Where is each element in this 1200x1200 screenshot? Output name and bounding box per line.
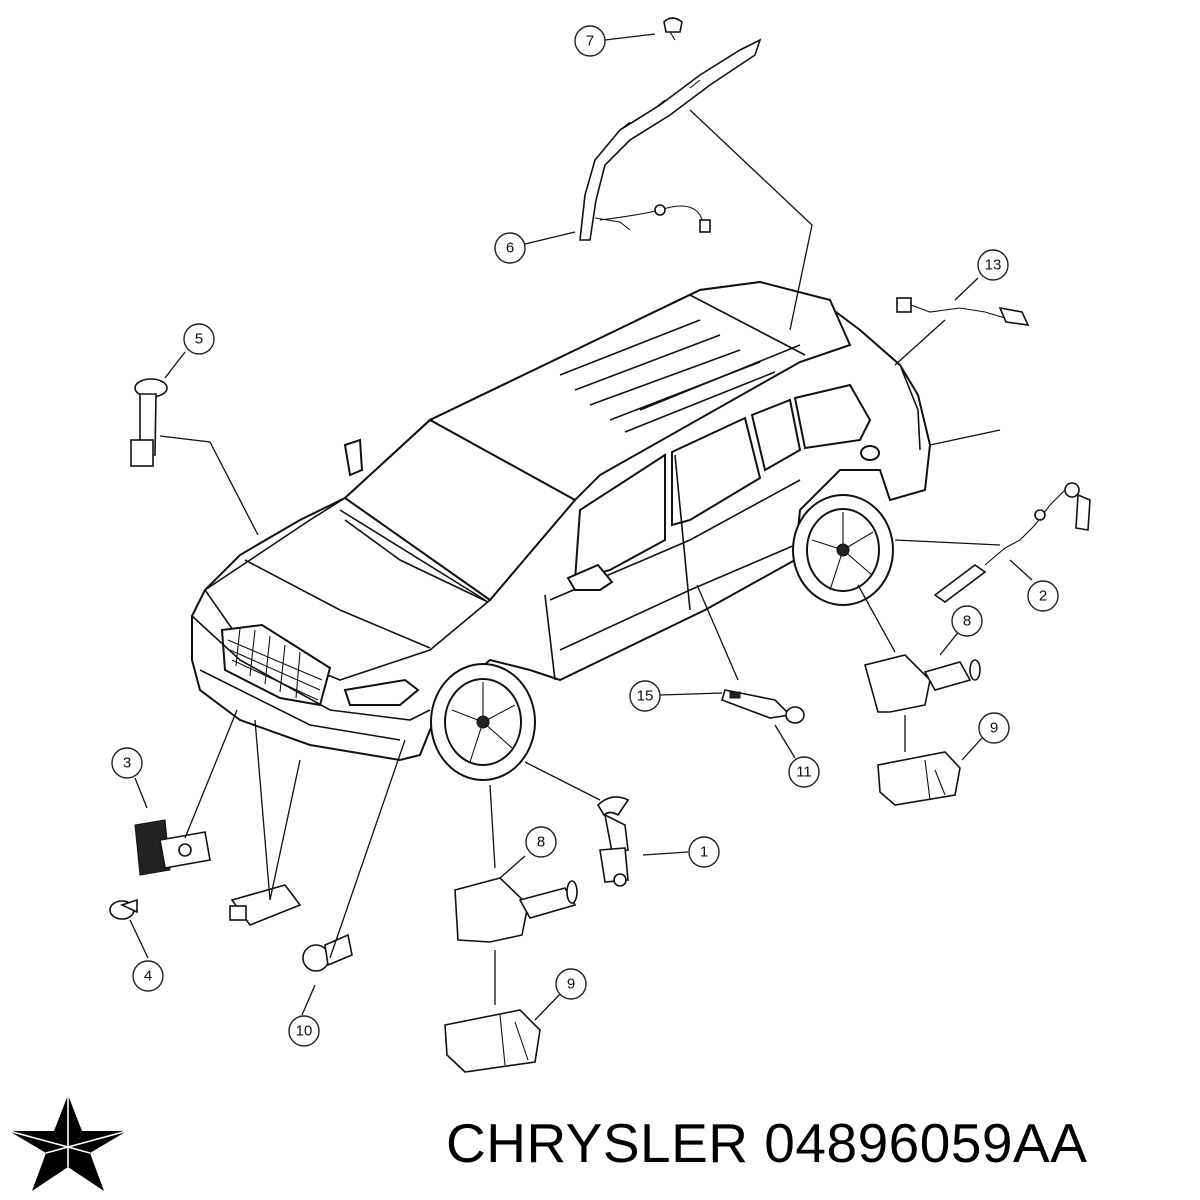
svg-text:11: 11	[796, 764, 812, 781]
svg-text:15: 15	[637, 688, 654, 705]
screw-part-4	[109, 898, 138, 920]
callout-1: 1	[688, 836, 720, 868]
wire-harness-part-13	[896, 297, 1030, 326]
callout-8-bottom: 8	[525, 826, 557, 858]
callout-9-right: 9	[978, 712, 1010, 744]
callout-13: 13	[977, 249, 1009, 281]
curtain-airbag-part-6	[579, 38, 762, 241]
svg-text:3: 3	[123, 755, 131, 772]
callout-3: 3	[111, 747, 143, 779]
callout-15: 15	[629, 680, 661, 712]
callout-6: 6	[494, 232, 526, 264]
push-clip-part-10	[302, 933, 353, 972]
callout-11: 11	[788, 756, 820, 788]
svg-text:2: 2	[1039, 588, 1047, 605]
svg-text:9: 9	[990, 720, 998, 737]
svg-text:1: 1	[700, 844, 708, 861]
callout-2: 2	[1027, 580, 1059, 612]
svg-text:9: 9	[567, 976, 575, 993]
sensor-housing-part-9-right	[877, 751, 961, 806]
callout-8-right: 8	[951, 605, 983, 637]
svg-text:8: 8	[537, 834, 545, 851]
svg-text:6: 6	[506, 240, 514, 257]
leader-lines	[129, 33, 1033, 1021]
callout-5: 5	[183, 323, 215, 355]
tpms-sensor-part-8-bottom	[454, 877, 578, 943]
sensor-housing-part-9-bottom	[444, 1009, 541, 1073]
sensor-part-15-11	[721, 689, 805, 724]
svg-text:5: 5	[195, 331, 203, 348]
pin-part-5	[130, 378, 168, 467]
impact-sensor-part-3	[134, 819, 211, 876]
front-sensor-part-3-b	[229, 884, 302, 926]
callout-9-bottom: 9	[555, 968, 587, 1000]
callout-10: 10	[288, 1015, 320, 1047]
svg-text:4: 4	[144, 968, 152, 985]
wheel-speed-sensor-part-2	[933, 482, 1091, 603]
svg-text:8: 8	[963, 613, 971, 630]
callout-7: 7	[574, 25, 606, 57]
svg-text:7: 7	[586, 33, 594, 50]
pentastar-logo-icon	[8, 1095, 128, 1191]
svg-text:13: 13	[985, 257, 1002, 274]
clip-part-7	[663, 17, 683, 41]
wheel-speed-sensor-part-1	[596, 796, 630, 887]
callout-4: 4	[132, 960, 164, 992]
svg-text:10: 10	[296, 1023, 313, 1040]
vehicle-illustration	[191, 280, 932, 781]
tpms-sensor-part-8-right	[864, 654, 981, 713]
part-number-label: CHRYSLER 04896059AA	[446, 1112, 1088, 1174]
